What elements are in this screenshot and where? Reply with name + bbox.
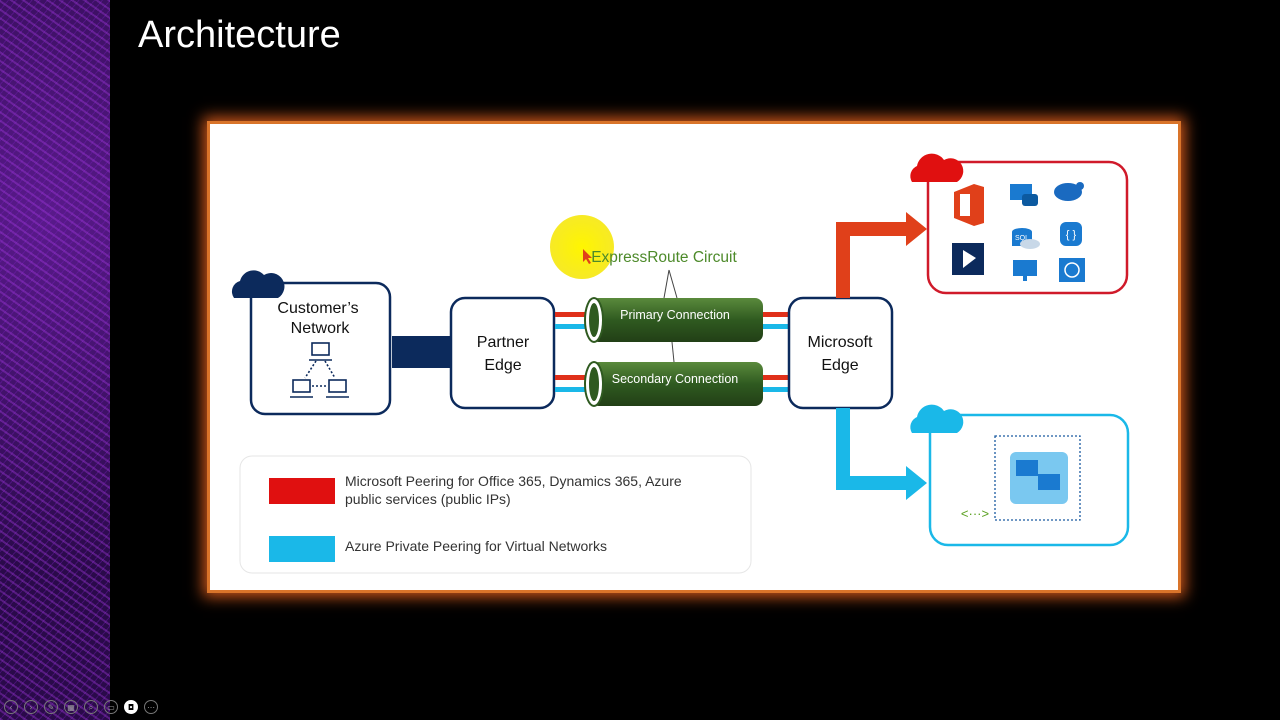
partner-edge-label-2: Edge <box>484 357 521 374</box>
legend-microsoft-peering-line-2: public services (public IPs) <box>345 491 511 507</box>
next-slide-icon[interactable]: › <box>24 700 38 714</box>
dynamics-icon <box>952 243 984 275</box>
presentation-controls: ‹ › ✎ ▦ ⌕ ▭ ◘ ⋯ <box>4 700 158 714</box>
vnet-peering-icon: <···> <box>961 506 989 521</box>
previous-slide-icon[interactable]: ‹ <box>4 700 18 714</box>
microsoft-peering-arrow <box>836 212 927 298</box>
architecture-diagram: Customer’s Network Partner Edge Primary … <box>231 153 1130 574</box>
microsoft-services-box: SQL { } <box>910 153 1129 295</box>
peering-lines-left <box>555 312 595 392</box>
slide-title: Architecture <box>138 14 341 56</box>
cloud-icon <box>231 270 285 298</box>
virtual-network-box: <···> <box>910 404 1130 547</box>
customer-network-label-2: Network <box>291 320 351 337</box>
web-app-icon <box>1059 258 1085 282</box>
microsoft-edge-label-2: Edge <box>821 357 858 374</box>
customer-network: Customer’s Network <box>249 281 392 416</box>
virtual-machine-icon <box>1013 260 1037 281</box>
microsoft-edge-label-1: Microsoft <box>808 334 873 351</box>
hdinsight-icon <box>1054 182 1084 201</box>
red-cloud-icon <box>910 153 964 182</box>
legend: Microsoft Peering for Office 365, Dynami… <box>239 455 752 574</box>
partner-edge-label-1: Partner <box>477 334 530 351</box>
more-options-icon[interactable]: ⋯ <box>144 700 158 714</box>
office-icon <box>954 184 984 226</box>
legend-blue-swatch <box>269 536 335 562</box>
camera-icon[interactable]: ◘ <box>124 700 138 714</box>
sql-label: SQL <box>1015 235 1029 242</box>
legend-red-swatch <box>269 478 335 504</box>
zoom-icon[interactable]: ⌕ <box>84 700 98 714</box>
pen-icon[interactable]: ✎ <box>44 700 58 714</box>
table-storage-icon <box>1010 184 1038 206</box>
vm-scale-set-icon <box>1010 452 1068 504</box>
secondary-connection-label: Secondary Connection <box>612 372 739 386</box>
secondary-connection-pipe: Secondary Connection <box>584 361 763 407</box>
slides-grid-icon[interactable]: ▦ <box>64 700 78 714</box>
sql-database-icon: SQL <box>1012 228 1040 249</box>
partner-edge: Partner Edge <box>449 296 556 410</box>
computers-icon <box>290 342 349 398</box>
microsoft-edge: Microsoft Edge <box>787 296 894 410</box>
peering-lines-right <box>762 312 790 392</box>
legend-microsoft-peering-line-1: Microsoft Peering for Office 365, Dynami… <box>345 473 682 489</box>
legend-private-peering: Azure Private Peering for Virtual Networ… <box>345 538 607 554</box>
circuit-label: ExpressRoute Circuit <box>591 249 737 266</box>
primary-connection-pipe: Primary Connection <box>584 297 763 343</box>
customer-network-label-1: Customer’s <box>277 300 358 317</box>
primary-connection-label: Primary Connection <box>620 308 730 322</box>
cursor-icon <box>583 249 592 264</box>
subtitles-icon[interactable]: ▭ <box>104 700 118 714</box>
private-peering-arrow <box>836 408 927 500</box>
pointer-highlight <box>550 215 614 279</box>
cosmos-db-icon: { } <box>1060 222 1082 246</box>
svg-text:{ }: { } <box>1066 229 1077 241</box>
decorative-strip <box>0 0 110 720</box>
circuit-pointers <box>663 269 678 363</box>
subnet-boundary <box>994 435 1081 521</box>
blue-cloud-icon <box>910 404 964 433</box>
customer-connector <box>392 336 450 368</box>
diagram-frame: Customer’s Network Partner Edge Primary … <box>207 121 1181 593</box>
